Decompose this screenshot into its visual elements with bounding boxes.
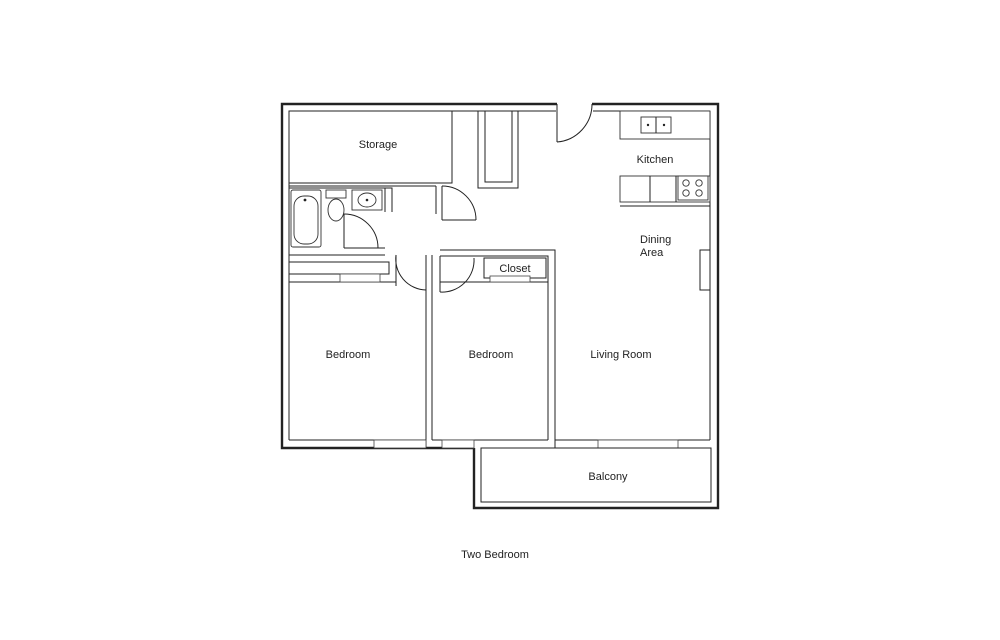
room-label-storage: Storage [359, 139, 398, 151]
room-label-dining-1: Dining [640, 234, 671, 246]
stove-icon [677, 175, 709, 201]
room-label-closet: Closet [499, 263, 530, 275]
room-label-dining-2: Area [640, 247, 664, 259]
toilet-bowl-icon [327, 198, 345, 222]
windows [339, 273, 679, 449]
room-label-balcony: Balcony [588, 471, 628, 483]
plan-caption: Two Bedroom [461, 549, 529, 561]
doors [343, 103, 593, 293]
room-labels: Storage Kitchen Dining Area Closet Bedro… [326, 139, 674, 483]
room-label-bedroom-1: Bedroom [326, 349, 371, 361]
room-label-living-room: Living Room [590, 349, 651, 361]
kitchen-fixtures [640, 116, 709, 201]
balcony-outline [480, 447, 712, 503]
bathroom-fixtures [290, 189, 383, 248]
room-label-bedroom-2: Bedroom [469, 349, 514, 361]
toilet-tank-icon [325, 189, 347, 199]
room-label-kitchen: Kitchen [637, 154, 674, 166]
